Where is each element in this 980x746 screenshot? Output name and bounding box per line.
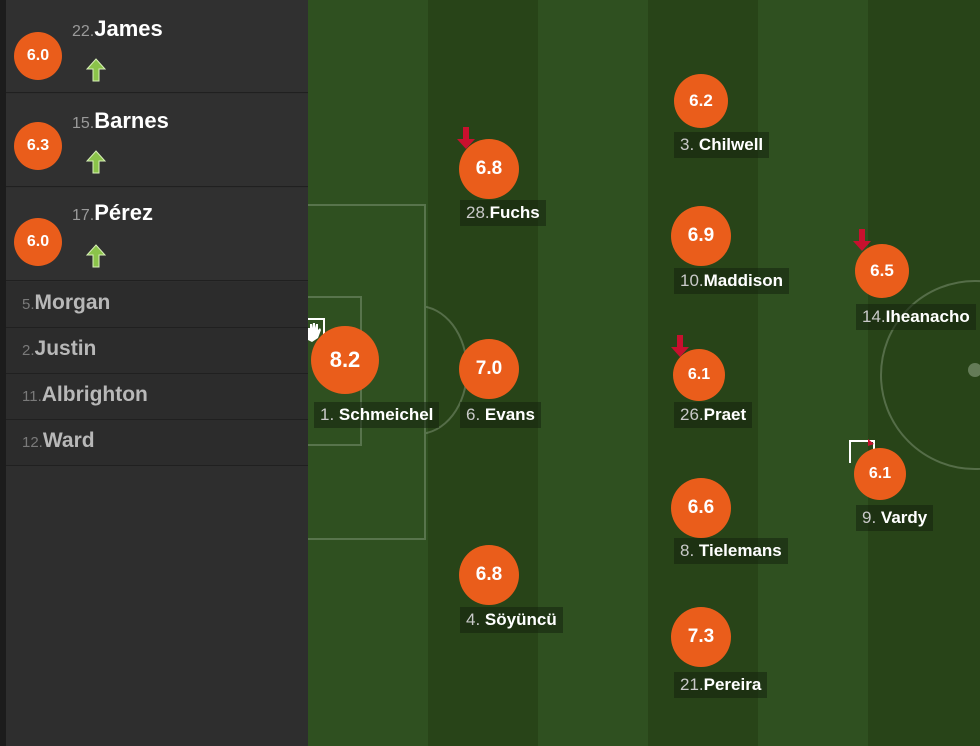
sub-in-arrow-icon [86,244,106,268]
player-label: 8. Tielemans [674,538,788,564]
rating-badge: 6.5 [855,244,909,298]
bench-row[interactable]: 5.Morgan [6,282,308,328]
sub-out-arrow-icon [457,127,475,149]
substitute-row[interactable]: 6.3 15.Barnes [6,94,308,187]
player-name: 15.Barnes [72,108,169,133]
rating-badge: 6.2 [674,74,728,128]
rating-badge: 6.1 [673,349,725,401]
player-name: 11.Albrighton [22,383,148,406]
penalty-box [308,204,426,540]
player-name: 12.Ward [22,429,95,452]
player-name: 5.Morgan [22,291,111,314]
player-label: 9. Vardy [856,505,934,531]
substitute-row[interactable]: 6.0 17.Pérez [6,188,308,281]
player-label: 10.Maddison [674,268,789,294]
player-name: 22.James [72,16,163,41]
bench-row[interactable]: 11.Albrighton [6,374,308,420]
rating-badge: 6.0 [14,218,62,266]
center-spot [968,363,980,377]
player-label: 14.Iheanacho [856,304,976,330]
sub-out-arrow-icon [853,229,871,251]
pitch-stripe [758,0,868,746]
rating-badge: 6.0 [14,32,62,80]
rating-badge: 7.3 [671,607,731,667]
player-label: 4. Söyüncü [460,607,563,633]
rating-badge: 6.8 [459,139,519,199]
bench-row[interactable]: 2.Justin [6,328,308,374]
player-label: 6. Evans [460,402,542,428]
sub-out-arrow-icon [671,335,689,357]
rating-badge: 6.3 [14,122,62,170]
player-name: 2.Justin [22,337,97,360]
player-label: 3. Chilwell [674,132,770,158]
sub-in-arrow-icon [86,150,106,174]
player-name: 17.Pérez [72,200,153,225]
player-label: 1. Schmeichel [314,402,440,428]
rating-badge: 7.0 [459,339,519,399]
bench-row[interactable]: 12.Ward [6,420,308,466]
pitch-stripe [538,0,648,746]
substitutes-panel: 6.0 22.James 6.3 15.Barnes 6.0 17.Pérez … [0,0,308,746]
substitute-row[interactable]: 6.0 22.James [6,0,308,93]
rating-badge: 8.2 [311,326,379,394]
player-label: 21.Pereira [674,672,768,698]
pitch: 8.2 1. Schmeichel 6.8 28.Fuchs 7.0 6. Ev… [308,0,980,746]
rating-badge: 6.6 [671,478,731,538]
player-label: 28.Fuchs [460,200,546,226]
rating-badge: 6.8 [459,545,519,605]
rating-badge: 6.9 [671,206,731,266]
sub-in-arrow-icon [86,58,106,82]
player-label: 26.Praet [674,402,753,428]
rating-badge: 6.1 [854,448,906,500]
